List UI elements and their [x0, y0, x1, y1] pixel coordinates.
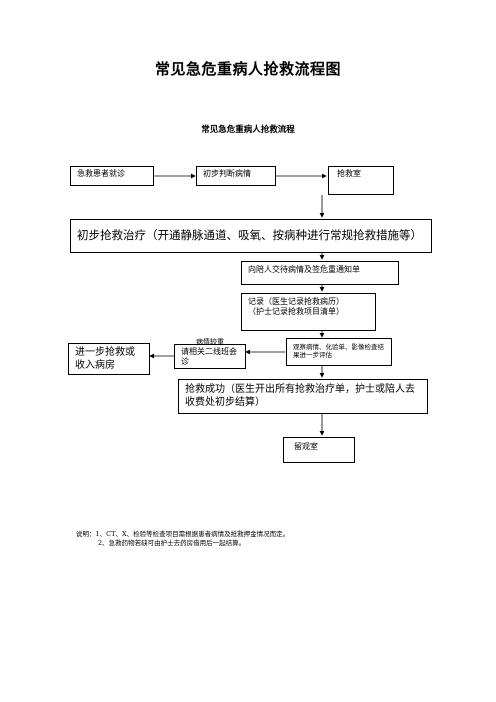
box-observe: 观察病情、化验单、影像检查结果进一步评估 [286, 338, 392, 366]
box-record: 记录（医生记录抢救病历） （护士记录抢救项目清单） [241, 293, 376, 331]
record-doctor: 记录（医生记录抢救病历） [248, 297, 344, 306]
record-nurse: （护士记录抢救项目清单） [248, 307, 344, 316]
box-rescue-room: 抢救室 [328, 166, 394, 195]
flowchart-subtitle: 常见急危重病人抢救流程 [201, 125, 295, 135]
box-assess: 初步判断病情 [196, 166, 276, 186]
note-line-1: 说明：1、CT、X、检验等检查项目需根据患者病情及抢救押金情况而定。 [76, 530, 290, 538]
box-observation-room: 留观室 [283, 437, 355, 463]
page-title: 常见急危重病人抢救流程图 [154, 60, 341, 78]
box-further: 进一步抢救或收入病房 [68, 343, 150, 375]
box-notify: 向陪人交待病情及签危重通知单 [241, 261, 399, 285]
note-line-2: 2、急救药物若缺可由护士去药房借用后一起结算。 [98, 539, 246, 547]
box-consult: 请相关二线班会诊 [174, 344, 246, 369]
box-initial-treatment: 初步抢救治疗（开通静脉通道、吸氧、按病种进行常规抢救措施等） [70, 219, 432, 253]
box-patient: 急救患者就诊 [70, 166, 154, 186]
stable-label: 病情较重 [196, 338, 224, 346]
notes: 说明：1、CT、X、检验等检查项目需根据患者病情及抢救押金情况而定。 2、急救药… [76, 530, 289, 548]
box-success: 抢救成功（医生开出所有抢救治疗单，护士或陪人去收费处初步结算） [178, 379, 428, 414]
